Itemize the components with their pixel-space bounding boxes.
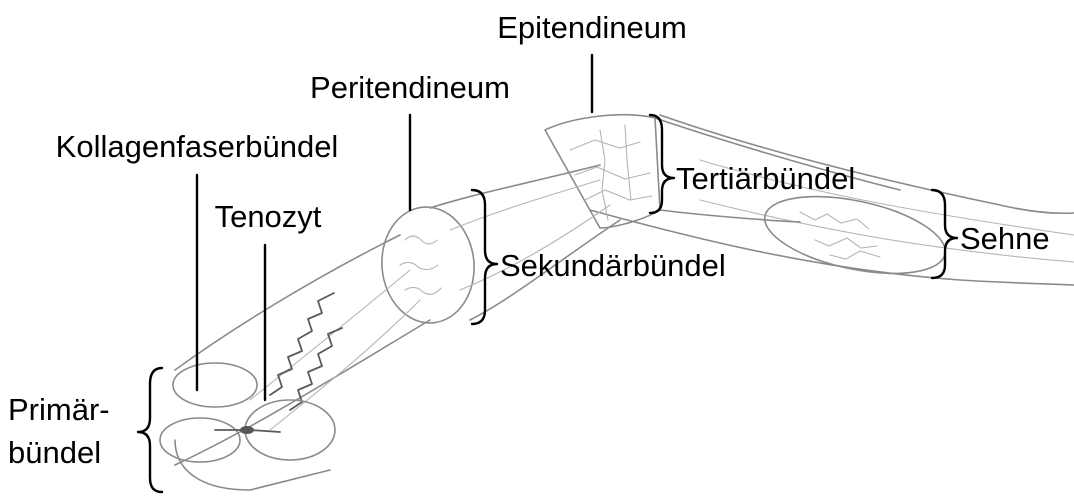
label-peritendineum: Peritendineum [310,70,510,105]
primary-bundle-illustration [160,235,430,490]
label-kollagenfaserbuendel: Kollagenfaserbündel [56,129,339,164]
tertiaerbuendel-brace [650,115,674,213]
primaerbuendel-brace [138,368,162,492]
secondary-bundle-illustration [377,165,620,327]
sekundaerbuendel-brace [472,190,497,324]
label-tenozyt: Tenozyt [215,199,322,234]
label-primaerbuendel-line2: bündel [8,435,101,470]
label-epitendineum: Epitendineum [497,10,687,45]
label-sekundaerbuendel: Sekundärbündel [500,248,726,283]
label-primaerbuendel-line1: Primär- [8,392,110,427]
label-tertiaerbuendel: Tertiärbündel [676,161,855,196]
label-sehne: Sehne [960,221,1050,256]
